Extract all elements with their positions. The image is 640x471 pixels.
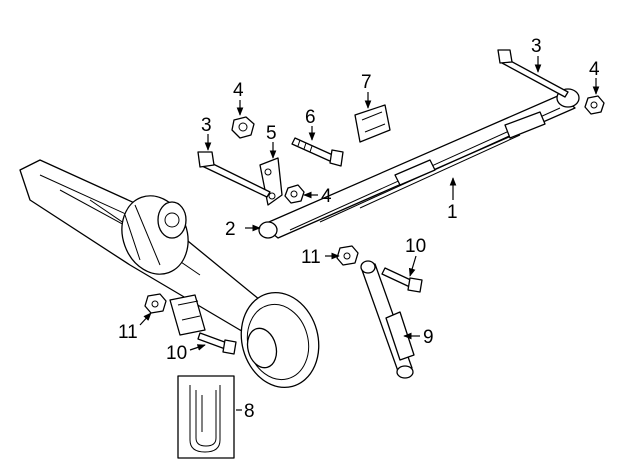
callout-nut-shock-upper: 11 (301, 247, 321, 268)
nut-right (584, 95, 605, 115)
callout-bolt-shock-upper: 10 (405, 236, 426, 257)
callout-bump-stop: 7 (361, 72, 372, 93)
nut-upper-left (231, 116, 255, 139)
callout-bolt-shock-lower: 10 (166, 343, 187, 364)
shackle-bolt (291, 137, 344, 167)
callout-nut-shackle: 4 (321, 186, 332, 207)
bolt-shock-lower (197, 332, 237, 355)
leaf-spring (258, 88, 580, 239)
callout-front-eye: 2 (225, 219, 236, 240)
callout-shackle-bolt: 6 (305, 107, 316, 128)
nut-shackle (284, 184, 305, 204)
callout-leaf-spring: 1 (447, 202, 458, 223)
u-bolts-box (177, 375, 235, 459)
callout-nut-right: 4 (589, 59, 600, 80)
shackle-part (259, 157, 283, 206)
nut-shock-lower (144, 293, 167, 314)
callout-u-bolts: 8 (244, 401, 255, 422)
callout-nut-shock-lower: 11 (118, 322, 138, 343)
callout-shock-absorber: 9 (423, 327, 434, 348)
axle-housing (19, 159, 291, 346)
nut-shock-upper (336, 245, 359, 266)
brake-drum (240, 291, 320, 389)
callout-bolt-left: 3 (201, 115, 212, 136)
leader-lines (139, 56, 600, 411)
bolt-right (497, 49, 569, 98)
callout-nut-upper-left: 4 (233, 80, 244, 101)
shock-absorber-part (360, 260, 415, 379)
callout-bolt-right: 3 (531, 36, 542, 57)
callout-shackle: 5 (266, 123, 277, 144)
bump-stop-part (354, 104, 391, 143)
bolt-shock-upper (381, 267, 423, 293)
bolt-left (197, 151, 271, 198)
